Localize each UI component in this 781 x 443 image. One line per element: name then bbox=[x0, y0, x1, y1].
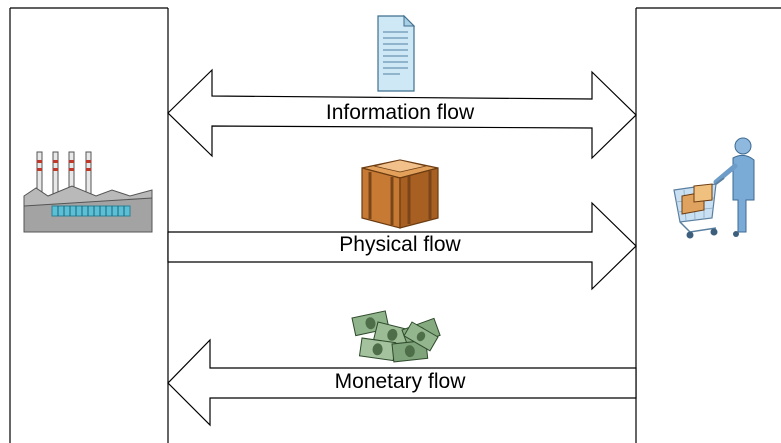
shopper-cart-icon bbox=[673, 137, 755, 239]
physical-flow-label: Physical flow bbox=[339, 233, 461, 256]
left-boundary bbox=[9, 7, 169, 443]
document-icon bbox=[377, 14, 416, 92]
physical-flow-arrow bbox=[167, 201, 637, 291]
monetary-flow-label: Monetary flow bbox=[335, 370, 467, 393]
monetary-flow-arrow bbox=[167, 338, 637, 427]
factory-icon bbox=[23, 151, 153, 233]
information-flow-arrow bbox=[167, 68, 637, 160]
information-flow-label: Information flow bbox=[326, 101, 475, 124]
box-icon bbox=[361, 159, 439, 229]
right-boundary bbox=[635, 7, 781, 443]
money-icon bbox=[351, 310, 441, 363]
